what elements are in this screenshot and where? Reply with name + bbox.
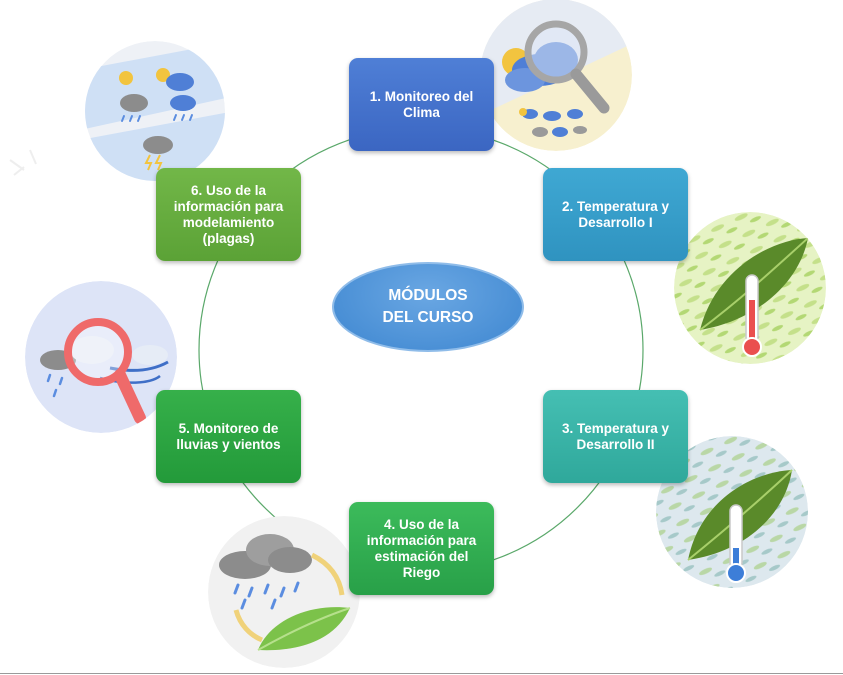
- module-5-box: 5. Monitoreo de lluvias y vientos: [156, 390, 301, 483]
- weather-magnifier-icon: [480, 0, 632, 151]
- module-2-box: 2. Temperatura y Desarrollo I: [543, 168, 688, 261]
- module-4-box: 4. Uso de la información para estimación…: [349, 502, 494, 595]
- leaf-thermometer-cold-icon: [656, 436, 808, 588]
- rain-leaf-cycle-icon: [208, 516, 360, 668]
- module-6-box: 6. Uso de la información para modelamien…: [156, 168, 301, 261]
- leaf-thermometer-warm-icon: [674, 212, 826, 364]
- module-3-box: 3. Temperatura y Desarrollo II: [543, 390, 688, 483]
- center-title: MÓDULOS DEL CURSO: [332, 262, 524, 352]
- decorative-background-marks: [9, 149, 37, 176]
- rain-wind-magnifier-icon: [25, 281, 177, 433]
- module-1-box: 1. Monitoreo del Clima: [349, 58, 494, 151]
- bottom-divider: [0, 673, 843, 674]
